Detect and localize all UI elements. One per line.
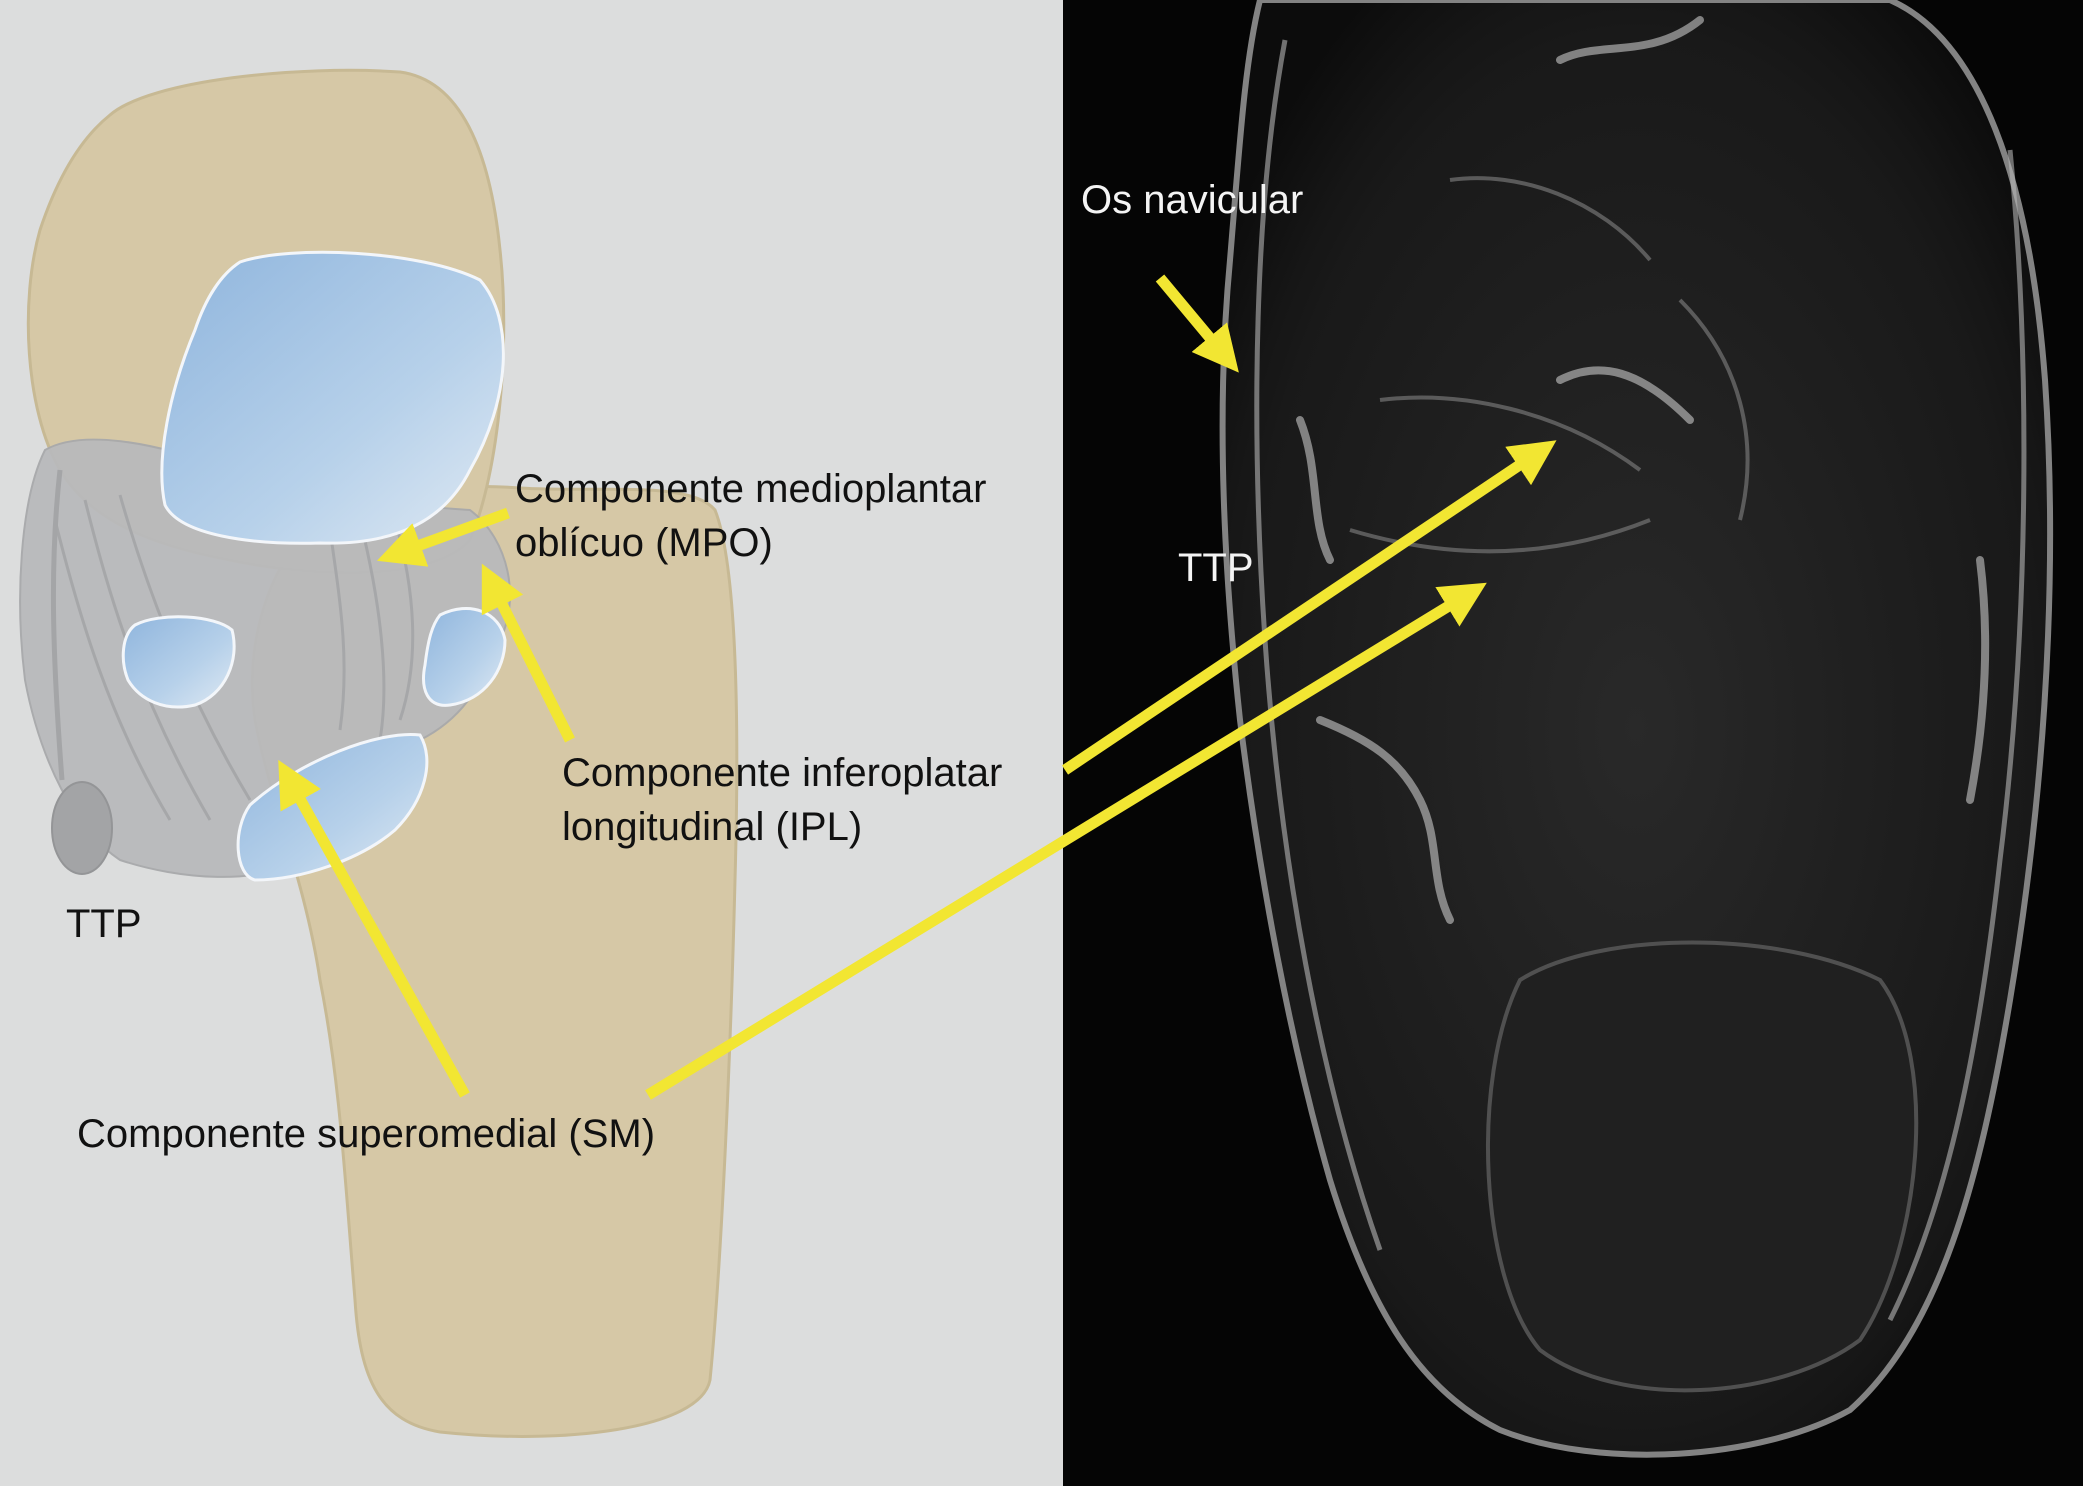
- mri-calcaneus-signal: [1488, 943, 1916, 1391]
- label-mpo-line1: Componente medioplantar: [515, 462, 986, 516]
- anatomy-diagram: [0, 0, 1063, 1486]
- ttp-tendon-section: [52, 782, 112, 874]
- label-os-navicular: Os navicular: [1081, 173, 1303, 227]
- label-ipl-line2: longitudinal (IPL): [562, 800, 1002, 854]
- label-sm: Componente superomedial (SM): [77, 1107, 655, 1161]
- label-mpo: Componente medioplantar oblícuo (MPO): [515, 462, 986, 570]
- label-ttp-diagram: TTP: [66, 897, 142, 951]
- label-ttp-mri: TTP: [1178, 541, 1254, 595]
- label-mpo-line2: oblícuo (MPO): [515, 516, 986, 570]
- label-ipl: Componente inferoplatar longitudinal (IP…: [562, 746, 1002, 854]
- label-ipl-line1: Componente inferoplatar: [562, 746, 1002, 800]
